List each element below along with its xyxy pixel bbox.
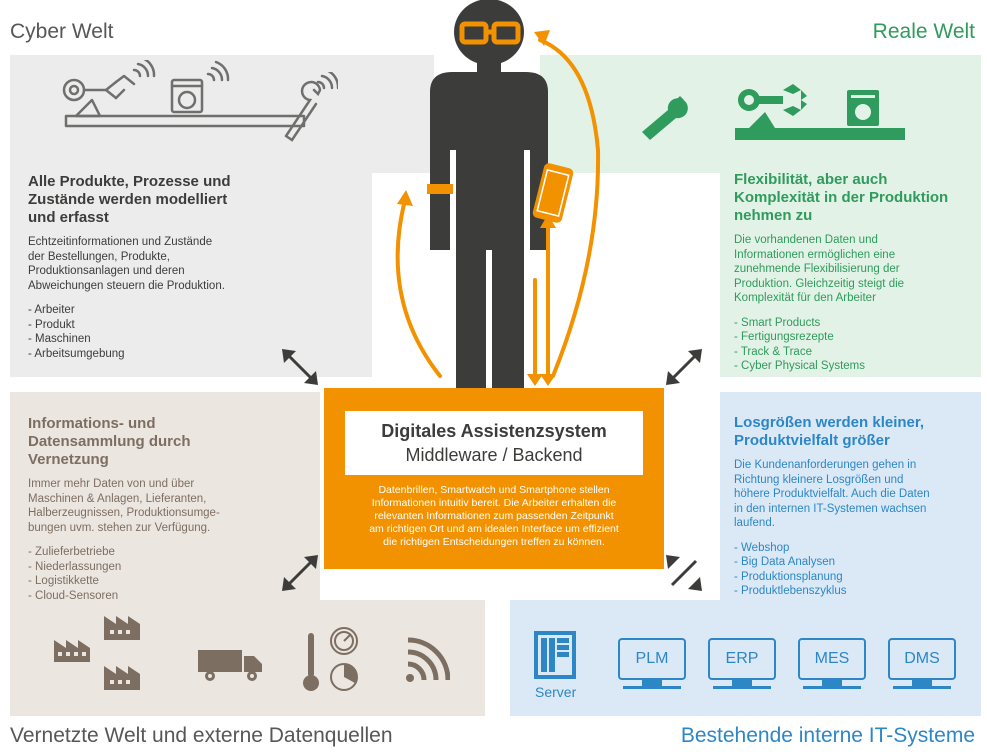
data-flow-arrows bbox=[395, 38, 601, 378]
real-panel-upper-ext bbox=[540, 55, 720, 173]
smart-glasses-icon bbox=[459, 21, 521, 45]
title-cyber-world: Cyber Welt bbox=[10, 20, 114, 43]
cyber-list-item: - Produkt bbox=[28, 318, 75, 331]
it-list: - Webshop - Big Data Analysen - Produkti… bbox=[734, 541, 974, 599]
monitor-stand bbox=[732, 680, 752, 687]
monitor-stand bbox=[642, 680, 662, 687]
monitor-base bbox=[803, 686, 861, 689]
real-list: - Smart Products - Fertigungsrezepte - T… bbox=[734, 316, 974, 374]
real-list-item: - Cyber Physical Systems bbox=[734, 360, 866, 372]
title-real-world: Reale Welt bbox=[872, 20, 975, 43]
it-list-item: - Produktionsplanung bbox=[734, 570, 843, 583]
cyber-description: Echtzeitinformationen und Zustände der B… bbox=[28, 236, 225, 292]
monitor-base bbox=[623, 686, 681, 689]
cyber-list-item: - Maschinen bbox=[28, 333, 91, 345]
system-monitor-erp: ERP bbox=[708, 638, 776, 680]
cyber-list-item: - Arbeiter bbox=[28, 304, 75, 316]
truck-icon bbox=[198, 650, 262, 681]
system-label-plm: PLM bbox=[635, 650, 669, 667]
server-label: Server bbox=[535, 684, 577, 700]
cyber-panel-upper-ext bbox=[372, 55, 434, 173]
it-list-item: - Big Data Analysen bbox=[734, 556, 836, 568]
system-monitor-dms: DMS bbox=[888, 638, 956, 680]
networked-text-block: Informations- und Datensammlung durch Ve… bbox=[28, 415, 298, 603]
cyber-list: - Arbeiter - Produkt - Maschinen - Arbei… bbox=[28, 303, 288, 361]
monitor-stand bbox=[822, 680, 842, 687]
assistant-description: Datenbrillen, Smartwatch und Smartphone … bbox=[369, 484, 619, 548]
wireless-signal-icon bbox=[406, 637, 450, 682]
it-panel bbox=[720, 392, 981, 602]
diagonal-arrows bbox=[286, 353, 698, 587]
assistant-subtitle: Middleware / Backend bbox=[405, 445, 583, 465]
system-label-mes: MES bbox=[814, 650, 850, 667]
networked-list: - Zulieferbetriebe - Niederlassungen - L… bbox=[28, 545, 298, 603]
real-list-item: - Fertigungsrezepte bbox=[734, 331, 834, 343]
cyber-text-block: Alle Produkte, Prozesse und Zustände wer… bbox=[28, 173, 288, 361]
system-monitor-plm: PLM bbox=[618, 638, 686, 680]
networked-list-item: - Zulieferbetriebe bbox=[28, 546, 115, 558]
real-text-block: Flexibilität, aber auch Komplexität in d… bbox=[734, 171, 974, 374]
monitor-base bbox=[893, 686, 951, 689]
assistant-title: Digitales Assistenzsystem bbox=[381, 421, 607, 441]
sensor-gauges-icon bbox=[303, 627, 358, 691]
monitor-stand bbox=[912, 680, 932, 687]
it-heading: Losgrößen werden kleiner, Produktvielfal… bbox=[734, 414, 925, 449]
real-heading: Flexibilität, aber auch Komplexität in d… bbox=[734, 171, 949, 224]
smartwatch-icon bbox=[427, 184, 453, 194]
system-monitor-mes: MES bbox=[798, 638, 866, 680]
monitor-base bbox=[713, 686, 771, 689]
it-text-block: Losgrößen werden kleiner, Produktvielfal… bbox=[734, 414, 974, 599]
cyber-list-item: - Arbeitsumgebung bbox=[28, 347, 125, 360]
worker-figure bbox=[430, 0, 548, 392]
factory-icon bbox=[54, 616, 140, 690]
networked-list-item: - Logistikkette bbox=[28, 575, 99, 587]
networked-list-item: - Niederlassungen bbox=[28, 560, 122, 573]
server-icon bbox=[534, 631, 576, 679]
networked-list-item: - Cloud-Sensoren bbox=[28, 589, 119, 602]
assistant-title-box: Digitales Assistenzsystem Middleware / B… bbox=[345, 411, 643, 475]
networked-heading: Informations- und Datensammlung durch Ve… bbox=[28, 415, 191, 468]
real-list-item: - Smart Products bbox=[734, 316, 821, 329]
it-description: Die Kundenanforderungen gehen in Richtun… bbox=[734, 459, 930, 529]
title-networked-world: Vernetzte Welt und externe Datenquellen bbox=[10, 724, 393, 747]
real-description: Die vorhandenen Daten und Informationen … bbox=[734, 234, 905, 304]
wrench-icon bbox=[642, 96, 688, 140]
system-label-erp: ERP bbox=[725, 650, 759, 667]
system-label-dms: DMS bbox=[904, 650, 940, 667]
networked-panel bbox=[10, 392, 320, 602]
real-list-item: - Track & Trace bbox=[734, 345, 812, 358]
it-list-item: - Produktlebenszyklus bbox=[734, 585, 847, 597]
title-internal-it: Bestehende interne IT-Systeme bbox=[680, 724, 975, 747]
wrench-outline-icon bbox=[284, 72, 338, 142]
networked-description: Immer mehr Daten von und über Maschinen … bbox=[28, 478, 220, 534]
it-list-item: - Webshop bbox=[734, 541, 790, 554]
robot-arm-icon bbox=[735, 84, 905, 140]
smartphone-icon bbox=[532, 163, 574, 223]
cyber-heading: Alle Produkte, Prozesse und Zustände wer… bbox=[28, 173, 231, 226]
